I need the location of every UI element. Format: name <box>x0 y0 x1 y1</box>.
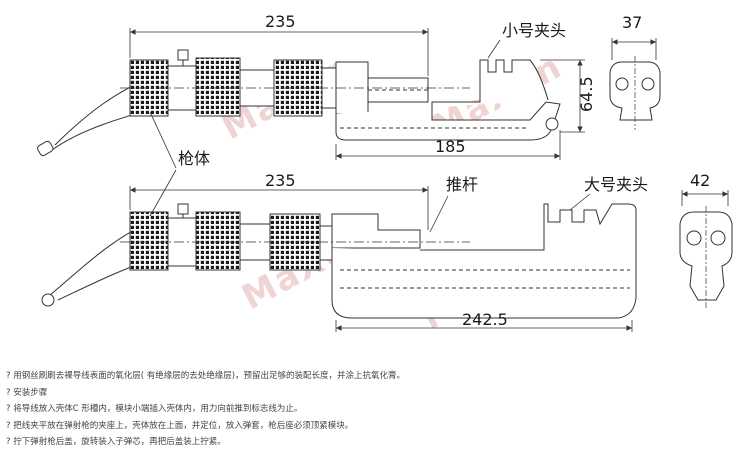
push-rod-label: 推杆 <box>446 175 478 194</box>
top-tool-drawing <box>37 49 561 157</box>
instruction-line: ? 把线夹平放在弹射枪的夹座上，壳体放在上面，并定位，放入弹套，枪后座必须顶紧模… <box>6 420 354 431</box>
body-label: 枪体 <box>178 149 210 168</box>
instruction-line: ? 拧下弹射枪后盖，旋转装入子弹芯，再把后盖装上拧紧。 <box>6 437 226 447</box>
bottom-side-view <box>679 206 733 310</box>
top-dimensions <box>129 28 657 160</box>
bottom-jaw-length-dim: 242.5 <box>462 310 508 329</box>
instruction-steps: ? 用钢丝刷刷去裸导线表面的氧化层( 有绝缘层的去处绝缘层)，预留出足够的装配长… <box>6 368 744 451</box>
large-head-label: 大号夹头 <box>584 175 648 194</box>
instruction-line: ? 将导线放入壳体C 形槽内，模块小端插入壳体内，用力向前推到标志线为止。 <box>6 404 303 414</box>
bottom-side-width-dim: 42 <box>690 171 710 190</box>
bottom-tool-drawing <box>41 203 637 319</box>
instruction-line: ? 用钢丝刷刷去裸导线表面的氧化层( 有绝缘层的去处绝缘层)，预留出足够的装配长… <box>6 371 406 381</box>
top-jaw-length-dim: 185 <box>435 137 466 156</box>
bottom-length-dim: 235 <box>265 171 296 190</box>
top-side-view <box>609 56 661 130</box>
top-side-width-dim: 37 <box>622 13 642 32</box>
top-length-dim: 235 <box>265 12 296 31</box>
small-head-leader <box>487 39 501 59</box>
large-head-leader <box>569 193 591 211</box>
tool-diagram: MaXun MaXun MaXun MaXun <box>37 12 733 338</box>
push-rod-leader <box>429 195 449 233</box>
bottom-dimensions <box>129 186 729 332</box>
body-leader-top <box>149 111 177 169</box>
instruction-line: ? 安装步骤 <box>6 387 48 398</box>
top-height-dim: 64.5 <box>577 76 596 112</box>
small-head-label: 小号夹头 <box>502 21 566 40</box>
body-leader-bottom <box>149 169 177 217</box>
